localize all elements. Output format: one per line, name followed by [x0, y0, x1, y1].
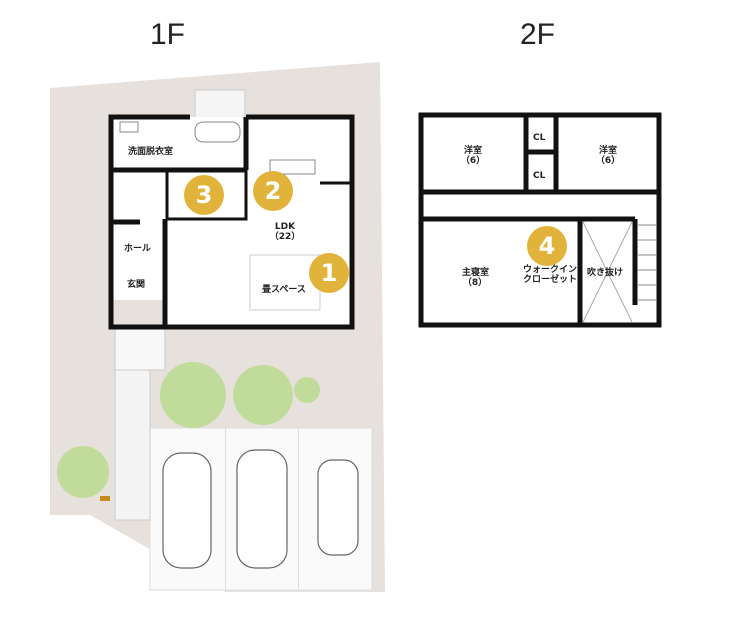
- room-western-1: 洋室: [463, 146, 482, 156]
- marker-3[interactable]: 3: [184, 175, 224, 215]
- trees: [57, 362, 320, 498]
- marker-2[interactable]: 2: [253, 171, 293, 211]
- marker-4[interactable]: 4: [527, 226, 567, 266]
- floor-label-1f: 1F: [150, 18, 186, 51]
- room-master-size: （8）: [462, 278, 488, 288]
- closet-1: CL: [533, 133, 546, 143]
- cars: [162, 449, 359, 569]
- room-ldk-size: （22）: [269, 232, 301, 242]
- first-floor-house: [108, 114, 355, 330]
- room-walkin: ウォークイン: [523, 265, 578, 275]
- room-tatami: 畳スペース: [262, 285, 306, 295]
- second-floor-house: [418, 112, 662, 328]
- marker-1[interactable]: 1: [309, 253, 349, 293]
- room-master: 主寝室: [461, 268, 489, 278]
- room-hall: ホール: [124, 244, 152, 254]
- room-western-2: 洋室: [598, 146, 617, 156]
- room-western-1-size: （6）: [460, 156, 486, 166]
- room-washroom: 洗面脱衣室: [128, 147, 174, 157]
- room-ldk: LDK: [274, 222, 296, 232]
- room-walkin-2: クローゼット: [523, 275, 578, 285]
- room-entrance: 玄関: [127, 280, 146, 290]
- room-western-2-size: （6）: [595, 156, 621, 166]
- approach: [114, 369, 151, 521]
- floor-label-2f: 2F: [520, 18, 556, 51]
- room-void: 吹き抜け: [587, 268, 624, 278]
- closet-2: CL: [533, 171, 546, 181]
